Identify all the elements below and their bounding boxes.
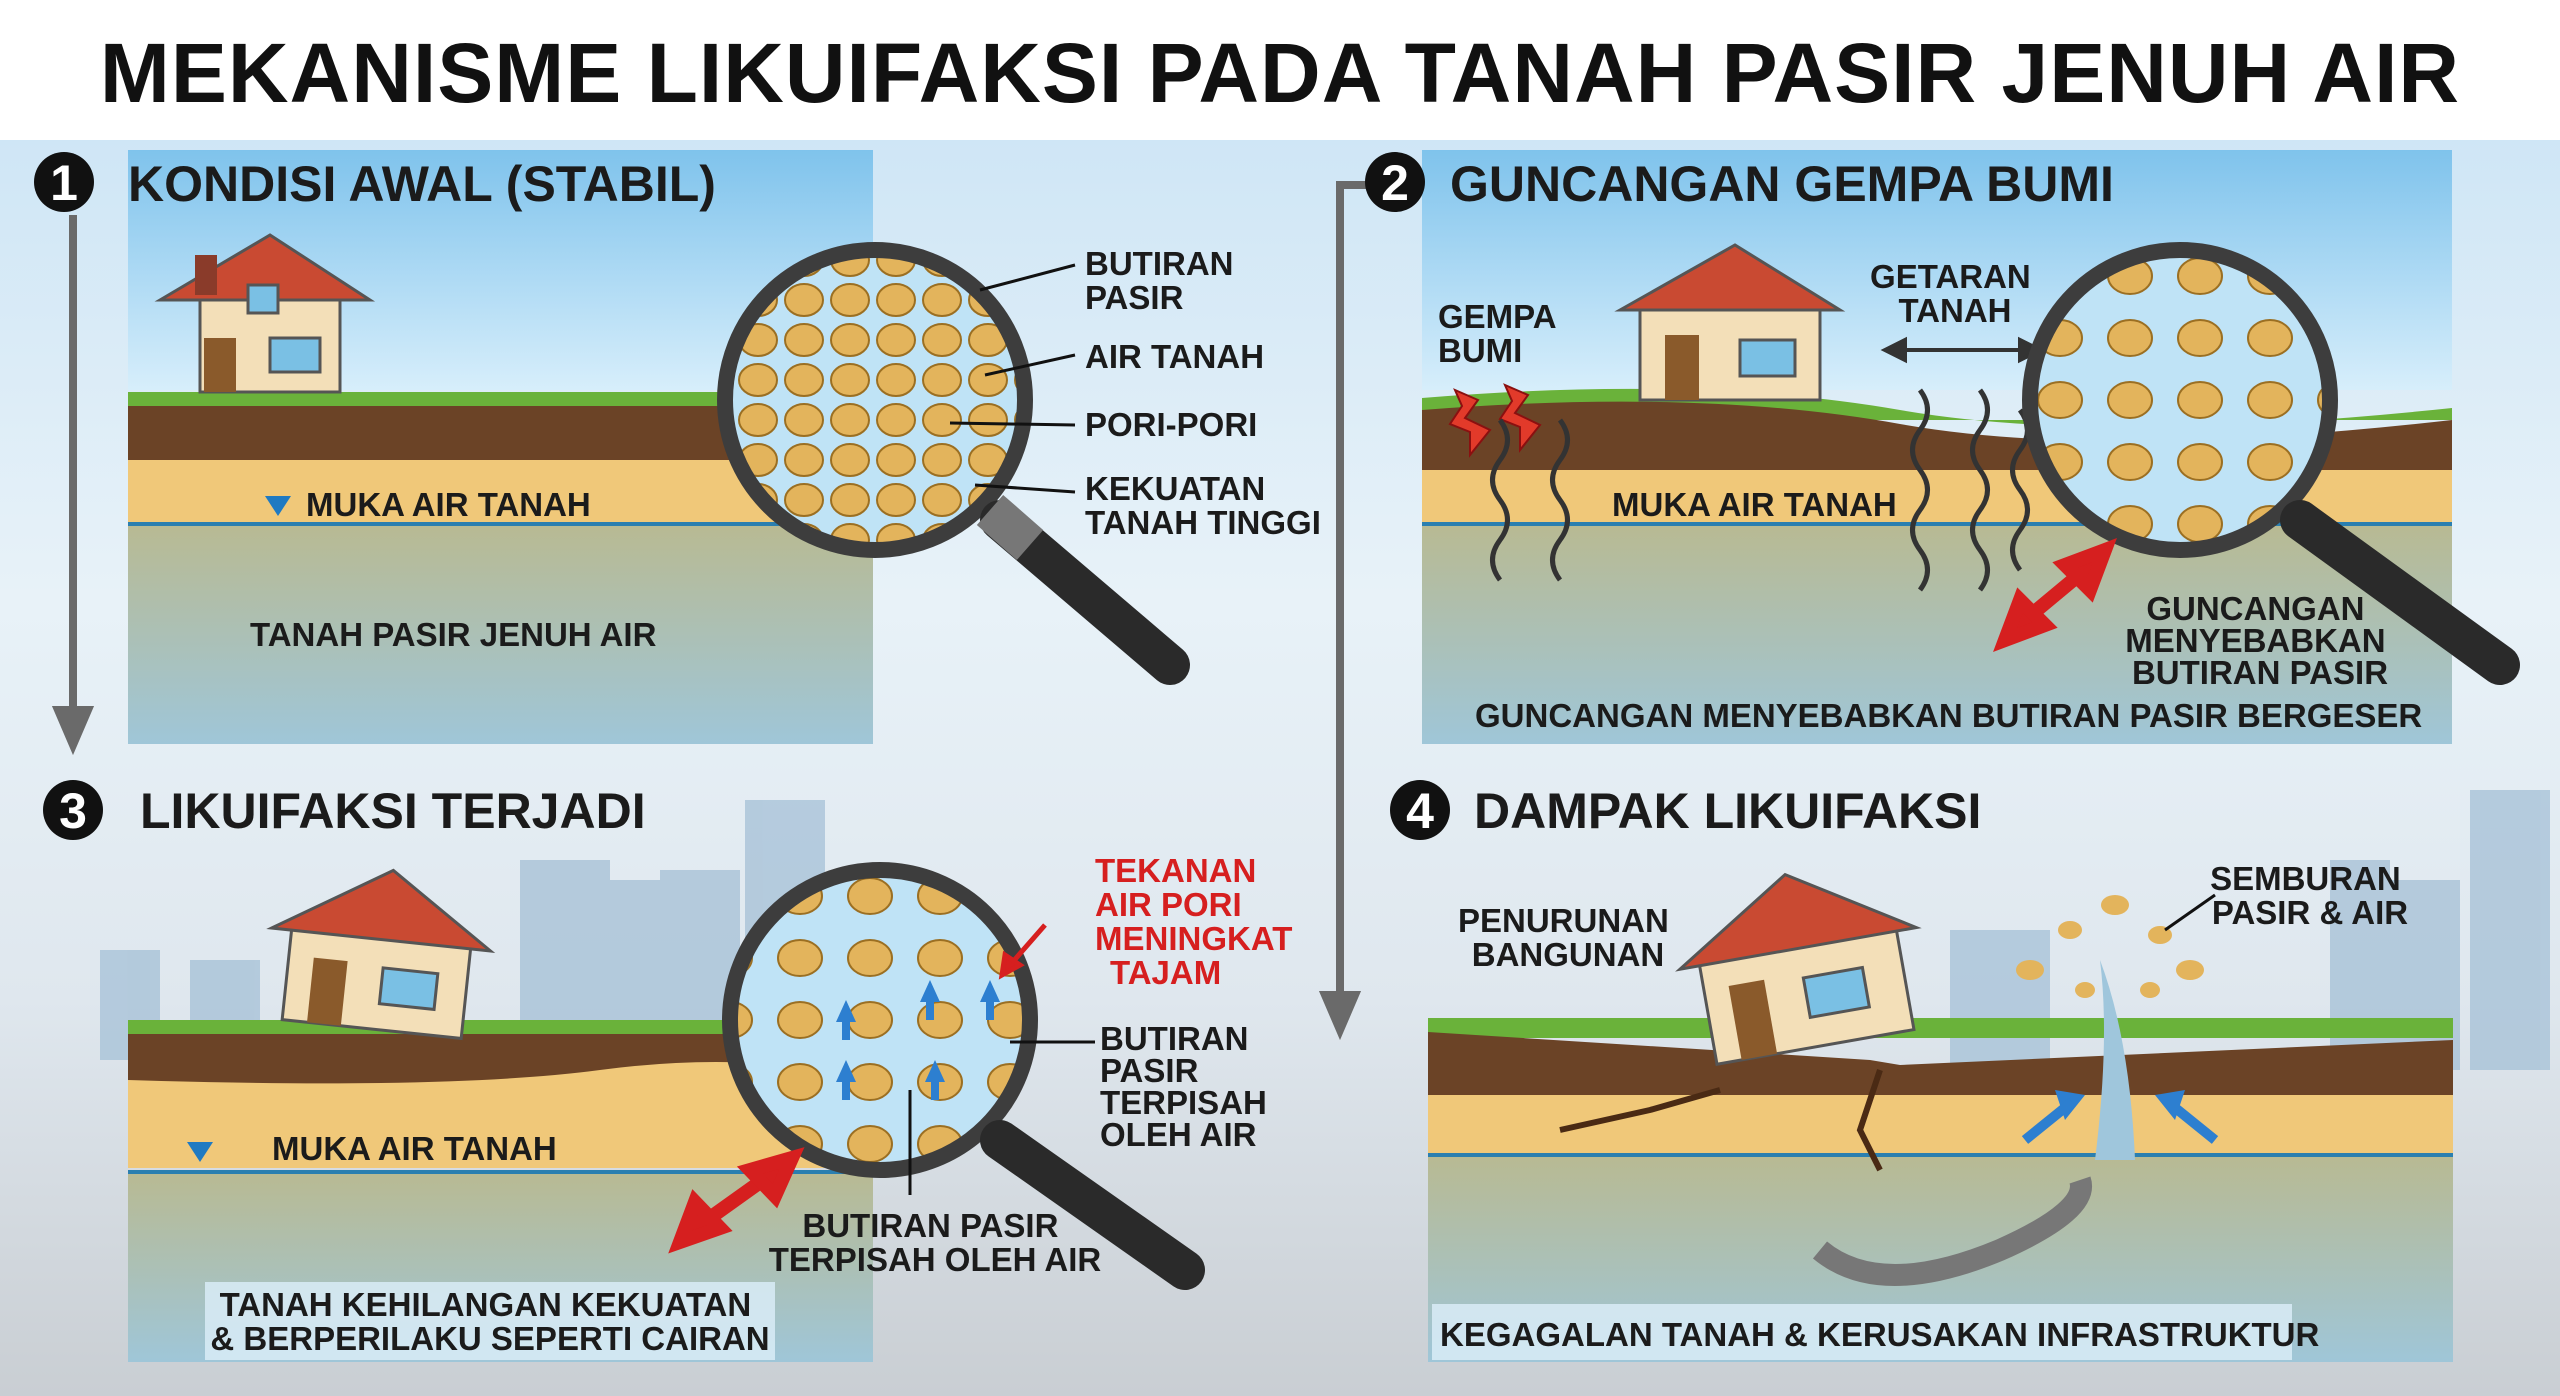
sand-boil-icon <box>2016 895 2204 1160</box>
label-sand-water-eruption: SEMBURAN PASIR & AIR <box>2210 860 2410 931</box>
step-title-4: DAMPAK LIKUIFAKSI <box>1474 783 1981 839</box>
label-earthquake: GEMPA BUMI <box>1438 298 1565 369</box>
step-title-3: LIKUIFAKSI TERJADI <box>140 783 646 839</box>
svg-text:2: 2 <box>1381 155 1409 211</box>
label-grains-separated-right: BUTIRAN PASIR TERPISAH OLEH AIR <box>1100 1020 1276 1153</box>
svg-text:1: 1 <box>50 155 78 211</box>
svg-text:4: 4 <box>1406 783 1434 839</box>
seismic-wave-icon <box>1490 388 2030 592</box>
label-water-table-3: MUKA AIR TANAH <box>272 1130 557 1167</box>
page-title: MEKANISME LIKUIFAKSI PADA TANAH PASIR JE… <box>100 26 2460 120</box>
water-table-marker-icon <box>265 496 291 516</box>
panel-1: MUKA AIR TANAH TANAH PASIR JENUH AIR BUT… <box>128 150 1321 744</box>
step-header-3: 3 LIKUIFAKSI TERJADI <box>43 780 646 840</box>
magnifier-icon <box>717 242 1190 685</box>
label-high-strength: KEKUATAN TANAH TINGGI <box>1085 470 1321 541</box>
step-title-2: GUNCANGAN GEMPA BUMI <box>1450 156 2114 212</box>
step-header-2: 2 GUNCANGAN GEMPA BUMI <box>1365 152 2114 212</box>
caption-panel-2: GUNCANGAN MENYEBABKAN BUTIRAN PASIR BERG… <box>1475 697 2422 734</box>
panel-4: PENURUNAN BANGUNAN SEMBURAN PASIR & AIR … <box>1428 790 2550 1362</box>
house-icon <box>1675 872 1922 1066</box>
house-icon <box>154 233 376 394</box>
label-ground-vibration: GETARAN TANAH <box>1870 258 2040 329</box>
step-header-1: 1 KONDISI AWAL (STABIL) <box>34 152 716 212</box>
circular-flow-arrow-icon <box>1812 1176 2092 1286</box>
house-icon <box>1614 243 1846 402</box>
step-header-4: 4 DAMPAK LIKUIFAKSI <box>1390 780 1981 840</box>
pore-pressure-arrow-icon <box>836 980 1000 1100</box>
step-title-1: KONDISI AWAL (STABIL) <box>128 156 716 212</box>
label-sand-grains-1: BUTIRAN PASIR <box>1085 245 1243 316</box>
sequence-arrow-icon <box>51 181 1375 1041</box>
label-grains-separated-bottom: BUTIRAN PASIR TERPISAH OLEH AIR <box>769 1207 1102 1278</box>
label-shaking-causes: GUNCANGAN MENYEBABKAN BUTIRAN PASIR <box>2125 590 2395 691</box>
lightning-icon <box>1448 383 1542 458</box>
label-saturated-sand-1: TANAH PASIR JENUH AIR <box>250 616 657 653</box>
label-pores: PORI-PORI <box>1085 406 1257 443</box>
caption-panel-3: TANAH KEHILANGAN KEKUATAN & BERPERILAKU … <box>210 1286 769 1357</box>
panel-3: MUKA AIR TANAH TEKANAN AIR PORI MENINGKA… <box>100 800 1302 1362</box>
svg-text:3: 3 <box>59 783 87 839</box>
magnifier-icon <box>2022 242 2520 685</box>
label-settlement: PENURUNAN BANGUNAN <box>1458 902 1678 973</box>
crack-icon <box>1559 1069 1883 1172</box>
label-groundwater: AIR TANAH <box>1085 338 1264 375</box>
label-water-table-2: MUKA AIR TANAH <box>1612 486 1897 523</box>
magnifier-icon <box>722 862 1205 1290</box>
shake-arrow-icon <box>1993 538 2117 652</box>
label-pore-pressure: TEKANAN AIR PORI MENINGKAT TAJAM <box>1095 852 1302 991</box>
caption-panel-4: KEGAGALAN TANAH & KERUSAKAN INFRASTRUKTU… <box>1440 1316 2320 1353</box>
water-table-marker-icon <box>187 1142 213 1162</box>
shake-arrow-icon <box>668 1147 805 1254</box>
upward-flow-arrow-icon <box>2021 1090 2219 1144</box>
panel-2: GEMPA BUMI GETARAN TANAH MUKA AIR TANAH … <box>1422 150 2520 744</box>
label-water-table-1: MUKA AIR TANAH <box>306 486 591 523</box>
house-icon <box>266 868 496 1041</box>
